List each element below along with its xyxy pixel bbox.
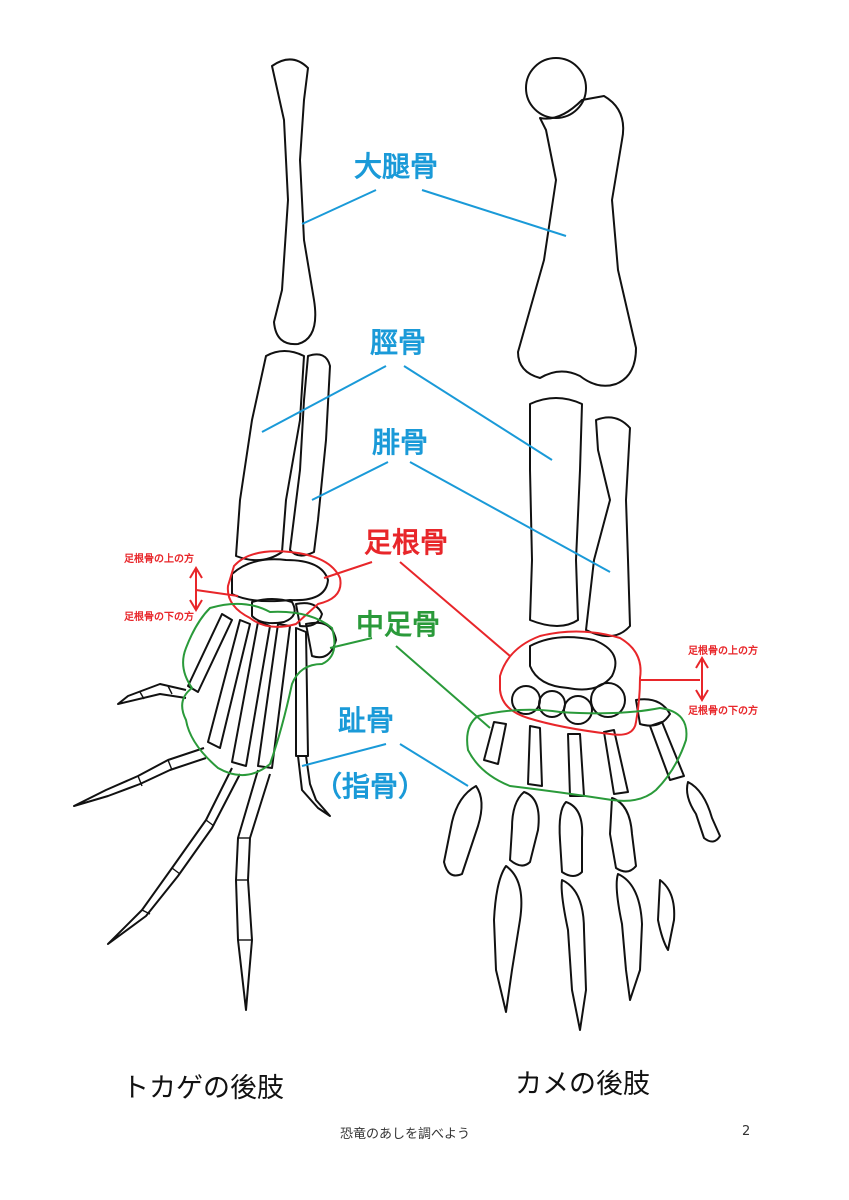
footer-title: 恐竜のあしを調べよう (340, 1127, 471, 1142)
caption-turtle: カメの後肢 (515, 1069, 650, 1100)
turtle-leg (443, 57, 721, 1031)
label-femur: 大腿骨 (354, 150, 438, 183)
label-fibula: 腓骨 (372, 426, 428, 459)
lizard-fibula (289, 353, 331, 557)
lizard-metatarsal-outline (181, 602, 336, 776)
turtle-metatarsal-outline (466, 706, 688, 802)
turtle-tarsal-upper-label: 足根骨の上の方 (688, 644, 758, 657)
turtle-tibia (529, 397, 583, 627)
label-phalanx: 趾骨 (338, 704, 394, 737)
lizard-tarsal-lower-label: 足根骨の下の方 (124, 610, 194, 623)
turtle-femur (517, 95, 637, 387)
label-phalanx-alt: （指骨） (314, 770, 426, 803)
turtle-tarsal-outline (499, 630, 642, 736)
label-metatarsal: 中足骨 (356, 608, 440, 641)
turtle-tarsal (529, 636, 617, 691)
caption-lizard: トカゲの後肢 (122, 1073, 284, 1104)
lizard-tarsal-outline (226, 550, 342, 628)
turtle-tarsal-lower-label: 足根骨の下の方 (688, 704, 758, 717)
label-tarsal: 足根骨 (364, 526, 448, 559)
lizard-leg (73, 58, 337, 1011)
lizard-tarsal (231, 558, 329, 603)
lizard-tibia (235, 350, 305, 562)
lizard-tarsal-upper-label: 足根骨の上の方 (124, 552, 194, 565)
label-tibia: 脛骨 (370, 326, 426, 359)
lizard-femur (271, 58, 317, 346)
page-number: 2 (742, 1124, 751, 1139)
turtle-fibula (585, 416, 631, 637)
